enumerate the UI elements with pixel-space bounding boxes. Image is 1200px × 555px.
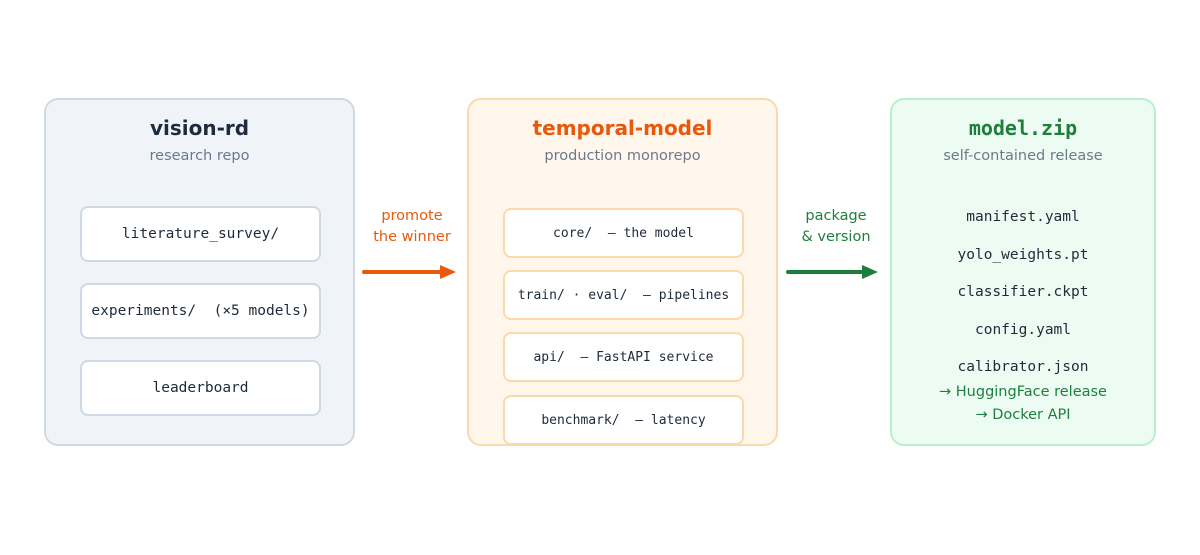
literature-survey-box: literature_survey/ bbox=[80, 206, 321, 262]
release-title: model.zip bbox=[968, 116, 1078, 140]
production-monorepo-title: temporal-model bbox=[532, 116, 713, 140]
production-monorepo-subtitle: production monorepo bbox=[544, 148, 701, 164]
package-label-line1: package bbox=[805, 208, 867, 224]
config-file: config.yaml bbox=[974, 322, 1072, 338]
leaderboard-box: leaderboard bbox=[80, 360, 321, 416]
manifest-file: manifest.yaml bbox=[966, 209, 1080, 225]
package-label-line2: & version bbox=[801, 229, 871, 245]
production-monorepo-panel: temporal-model production monorepo core/… bbox=[467, 98, 778, 446]
api-box: api/ – FastAPI service bbox=[503, 332, 744, 382]
promote-arrow bbox=[362, 265, 456, 279]
experiments-box: experiments/ (×5 models) bbox=[80, 283, 321, 339]
classifier-file: classifier.ckpt bbox=[957, 284, 1089, 300]
promote-label: promote the winner bbox=[362, 206, 462, 248]
core-box: core/ – the model bbox=[503, 208, 744, 258]
benchmark-box: benchmark/ – latency bbox=[503, 395, 744, 445]
promote-label-line1: promote bbox=[381, 208, 443, 224]
research-repo-subtitle: research repo bbox=[149, 148, 250, 164]
calibrator-file: calibrator.json bbox=[957, 359, 1089, 375]
research-repo-panel: vision-rd research repo literature_surve… bbox=[44, 98, 355, 446]
yolo-weights-file: yolo_weights.pt bbox=[957, 247, 1089, 263]
release-panel: model.zip self-contained release manifes… bbox=[890, 98, 1156, 446]
promote-label-line2: the winner bbox=[373, 229, 451, 245]
docker-api-target: → Docker API bbox=[975, 407, 1071, 423]
package-arrow bbox=[786, 265, 878, 279]
research-repo-title: vision-rd bbox=[149, 116, 250, 140]
release-subtitle: self-contained release bbox=[943, 148, 1103, 164]
train-eval-box: train/ · eval/ – pipelines bbox=[503, 270, 744, 320]
package-label: package & version bbox=[786, 206, 886, 248]
huggingface-release-target: → HuggingFace release bbox=[939, 384, 1107, 400]
